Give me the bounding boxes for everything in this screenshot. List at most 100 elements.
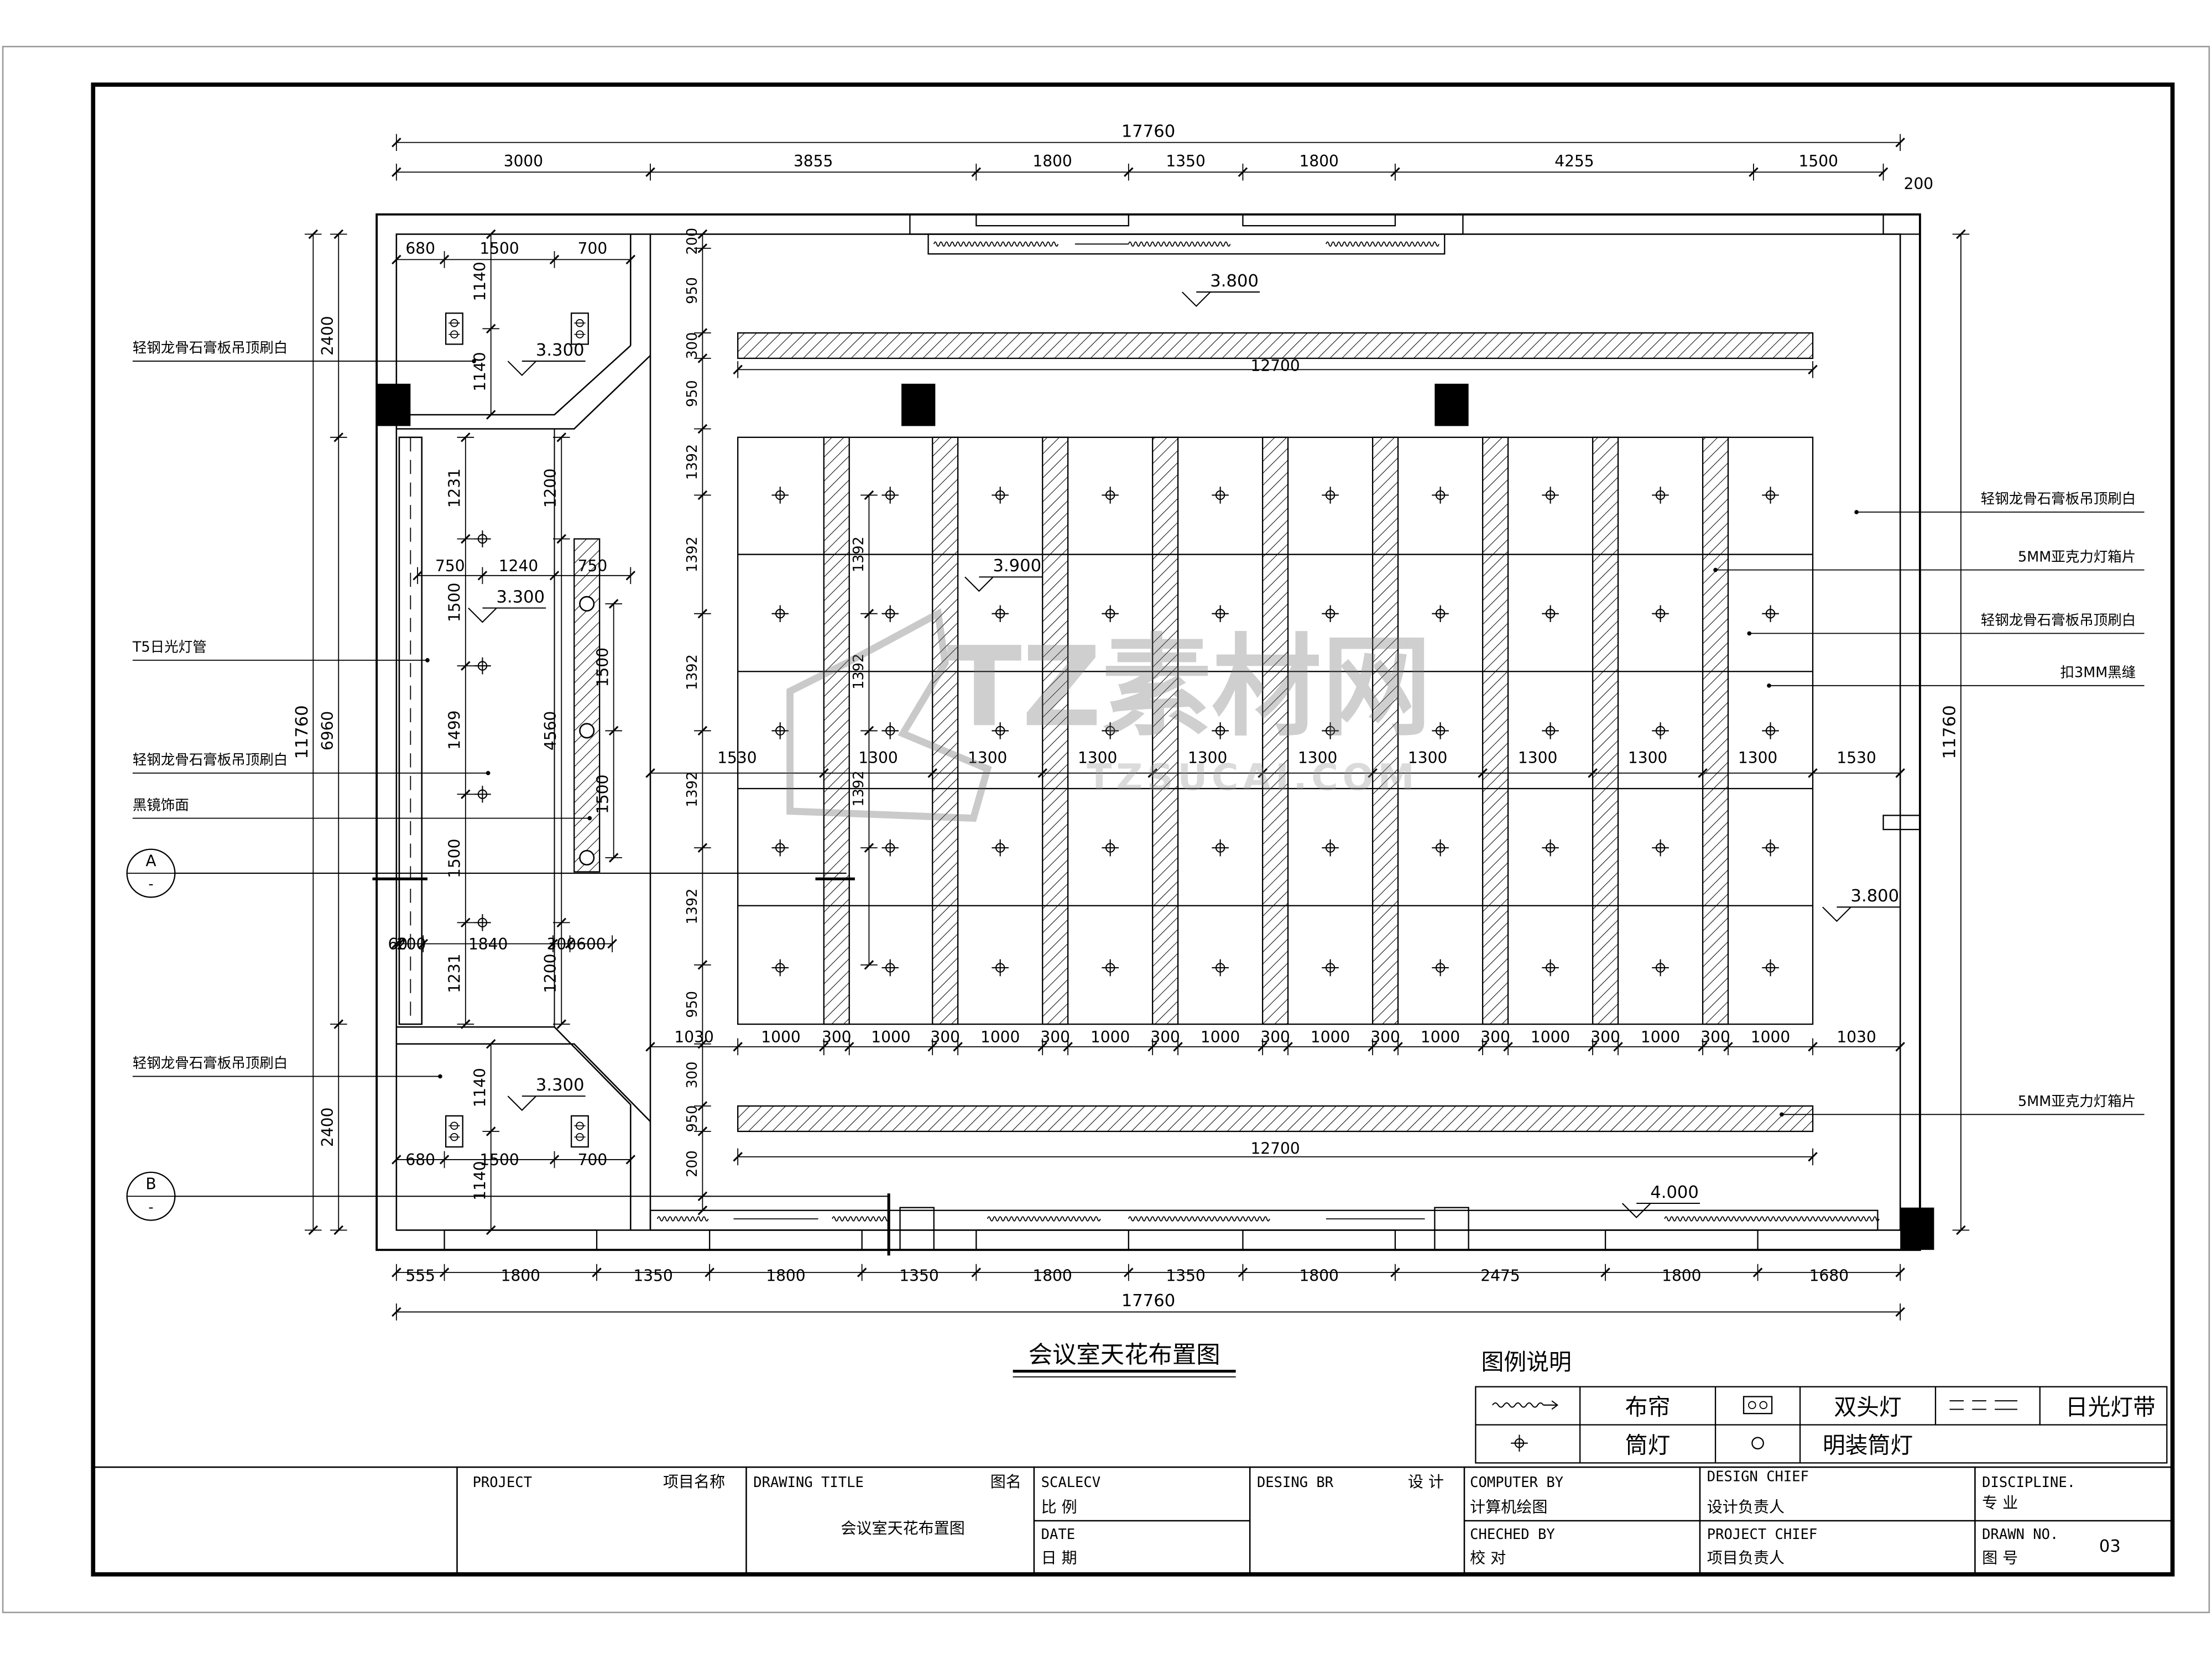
dim-label: 680 xyxy=(405,239,435,258)
dim-label: 300 xyxy=(547,935,577,953)
dim-slash xyxy=(333,1225,343,1235)
dim-label: 1140 xyxy=(471,1068,489,1107)
surface-downlight-icon xyxy=(1751,1437,1764,1450)
dim-label: 4255 xyxy=(1554,152,1594,170)
curtain-line xyxy=(1326,241,1439,247)
dim-slash xyxy=(697,353,708,363)
downlight-icon xyxy=(1321,604,1339,623)
watermark-name: TZ素材网 xyxy=(947,623,1432,751)
dim-label: 950 xyxy=(684,380,701,407)
dim-label: 4560 xyxy=(541,711,560,750)
level-triangle-icon xyxy=(468,607,497,623)
level-label: 3.300 xyxy=(536,1076,585,1095)
dim-slash xyxy=(392,1307,401,1317)
dim-label: 1350 xyxy=(899,1266,938,1285)
dim-slash xyxy=(819,1042,829,1052)
dim-slash xyxy=(1956,1225,1966,1235)
dim-slash xyxy=(697,726,708,736)
downlight-icon xyxy=(1321,958,1339,977)
dim-slash xyxy=(733,1152,743,1162)
level-label: 3.300 xyxy=(536,341,585,360)
dim-slash xyxy=(1390,1267,1400,1277)
dim-slash xyxy=(607,938,617,949)
downlight-icon xyxy=(1541,722,1559,740)
dim-slash xyxy=(486,324,496,334)
dim-slash xyxy=(394,938,404,949)
tb-project-en: PROJECT xyxy=(473,1474,532,1491)
dim-slash xyxy=(461,534,471,544)
dim-label: 1392 xyxy=(851,536,867,572)
annotation-left: T5日光灯管 xyxy=(132,639,207,656)
dim-slash xyxy=(1238,167,1248,177)
annotation-left: 轻钢龙骨石膏板吊顶刷白 xyxy=(133,340,288,357)
hatch-strip xyxy=(932,436,959,1025)
downlight-icon xyxy=(771,486,790,504)
dim-label: 1392 xyxy=(684,654,701,690)
dim-label: 2400 xyxy=(319,1108,337,1147)
level-label: 3.800 xyxy=(1210,272,1259,291)
downlight-icon xyxy=(1321,838,1339,857)
hatch-strip xyxy=(1371,436,1399,1025)
dim-label: 2400 xyxy=(319,316,337,355)
dim-label: 1000 xyxy=(1311,1028,1350,1046)
dim-slash xyxy=(439,1267,450,1277)
hatch-strip xyxy=(823,436,850,1025)
level-triangle-icon xyxy=(507,361,537,377)
window-openings xyxy=(444,213,1921,1251)
annotation-right: 扣3MM黑缝 xyxy=(2060,664,2136,681)
dim-label: 1500 xyxy=(479,1151,519,1169)
leader-dot xyxy=(438,1074,442,1079)
dim-slash xyxy=(1390,167,1400,177)
dim-label: 11760 xyxy=(293,705,312,759)
downlight-icon xyxy=(1211,486,1229,504)
dim-label: 1392 xyxy=(684,771,701,807)
dim-slash xyxy=(308,229,319,239)
dim-label: 1500 xyxy=(446,583,464,622)
dim-label: 1000 xyxy=(1751,1028,1790,1046)
dim-label: 300 xyxy=(1150,1028,1180,1046)
downlight-icon xyxy=(881,486,900,504)
dim-slash xyxy=(625,1155,636,1165)
tb-design-chief-en: DESIGN CHIEF xyxy=(1707,1469,1809,1485)
downlight-icon xyxy=(771,722,790,740)
dim-slash xyxy=(392,254,401,265)
downlight-icon xyxy=(881,838,900,857)
tb-drawing-no-cn: 图 号 xyxy=(1982,1549,2018,1567)
dim-slash xyxy=(549,1155,560,1165)
dim-label: 1350 xyxy=(633,1266,672,1285)
dim-slash xyxy=(1588,768,1598,778)
dim-label: 1231 xyxy=(446,468,464,508)
dim-slash xyxy=(705,1267,714,1277)
dim-label: 200 xyxy=(1904,175,1934,193)
dim-slash xyxy=(819,768,829,778)
dim-slash xyxy=(697,843,708,853)
dim-label: 1240 xyxy=(499,557,538,575)
downlight-icon xyxy=(1651,486,1670,504)
dim-label: 1500 xyxy=(593,775,612,814)
dim-label: 950 xyxy=(684,277,701,304)
dim-label: 1800 xyxy=(1032,1266,1072,1285)
tb-checked-en: CHECHED BY xyxy=(1470,1526,1555,1543)
dim-slash xyxy=(1173,1042,1183,1052)
tb-scale-cn: 比 例 xyxy=(1041,1498,1077,1516)
dim-slash xyxy=(1258,768,1267,778)
dim-slash xyxy=(439,254,450,265)
dim-slash xyxy=(477,571,488,581)
dim-label: 1030 xyxy=(1837,1028,1876,1046)
annotation-left: 黑镜饰面 xyxy=(133,797,189,813)
dim-slash xyxy=(1808,1042,1818,1052)
dim-slash xyxy=(864,608,874,619)
annotation-right: 5MM亚克力灯箱片 xyxy=(2018,1093,2136,1110)
downlight-icon xyxy=(1211,838,1229,857)
dim-slash xyxy=(1956,229,1966,239)
dim-slash xyxy=(857,1267,867,1277)
dim-label: 1500 xyxy=(1799,152,1838,170)
dim-slash xyxy=(1124,1267,1134,1277)
annotation-right: 轻钢龙骨石膏板吊顶刷白 xyxy=(1981,612,2136,629)
tb-date-en: DATE xyxy=(1041,1526,1075,1543)
leader-dot xyxy=(1747,631,1752,636)
dim-slash xyxy=(1895,768,1905,778)
leader-dot xyxy=(587,816,592,821)
